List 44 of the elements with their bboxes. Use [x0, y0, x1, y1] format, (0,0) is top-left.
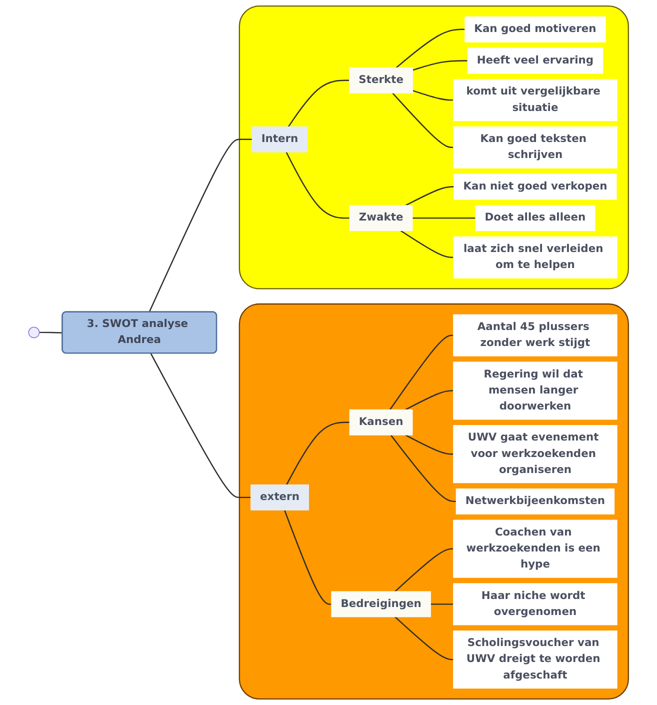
connector [286, 422, 350, 486]
connector [39, 332, 63, 334]
connector [389, 334, 454, 410]
connector [284, 510, 332, 605]
node-box: Sterkte [349, 67, 413, 94]
connector [405, 390, 454, 410]
node-box: Coachen van werkzoekenden is een hype [453, 520, 618, 578]
node-box: Intern [252, 126, 308, 152]
node-box: Haar niche wordt overgenomen [453, 583, 618, 626]
connector [394, 616, 454, 660]
connector [392, 92, 454, 148]
node-box: Heeft veel ervaring [467, 48, 604, 74]
node-box: Kan goed teksten schrijven [453, 126, 618, 168]
cluster [238, 6, 629, 290]
connector [394, 548, 454, 592]
node-box: Regering wil dat mensen langer doorwerken [453, 362, 618, 420]
node-box: Kan goed motiveren [464, 16, 606, 42]
node-box: UWV gaat evenement voor werkzoekenden organiseren [453, 425, 618, 484]
node-box: laat zich snel verleiden om te helpen [453, 236, 618, 278]
connector [412, 217, 476, 219]
connector [412, 90, 454, 101]
connector [286, 152, 350, 219]
node-box: Doet alles alleen [475, 205, 596, 232]
node-box: Netwerkbijeenkomsten [456, 488, 615, 514]
connector [400, 230, 454, 258]
node-box: Kansen [349, 409, 413, 436]
node-box: komt uit vergelijkbare situatie [453, 79, 618, 122]
connector [405, 434, 454, 455]
connector [148, 138, 252, 312]
connector [430, 604, 454, 605]
connector [412, 60, 468, 71]
cluster [238, 303, 629, 700]
node-box: Zwakte [349, 205, 413, 232]
connector [288, 80, 350, 128]
node-box: Bedreigingen [331, 591, 431, 618]
node-box: Kan niet goed verkopen [454, 174, 617, 200]
node-box: extern [250, 484, 309, 510]
connector [390, 434, 456, 502]
node-box: Aantal 45 plussers zonder werk stijgt [453, 314, 618, 356]
node-circle [28, 326, 40, 338]
connector [396, 28, 465, 68]
connector [405, 186, 454, 206]
connector [150, 353, 251, 498]
node-box: Scholingsvoucher van UWV dreigt te worden afgeschaft [453, 630, 618, 689]
